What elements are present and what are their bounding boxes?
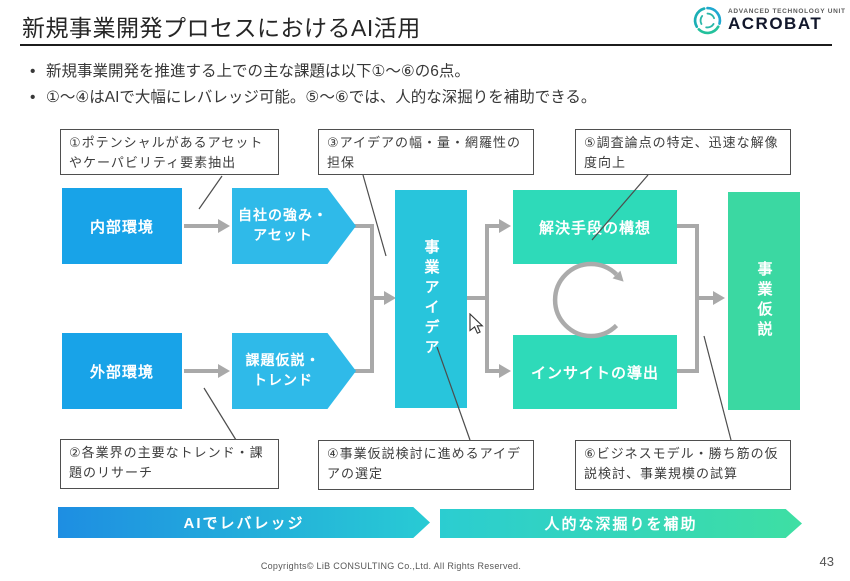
elbow-solution-out [677,224,699,228]
callout-2-trend-research: ②各業界の主要なトレンド・課題のリサーチ [60,439,279,489]
bullet-marker: • [30,89,36,107]
arrowhead [499,219,511,233]
chevron-label-line: 課題仮説・ [245,352,321,369]
bullet-item: • ①～④はAIで大幅にレバレッジ可能。⑤～⑥では、人的な深掘りを補助できる。 [30,85,730,111]
callout-5-research-points: ⑤調査論点の特定、迅速な解像度向上 [575,129,791,175]
arrowhead [384,291,396,305]
callout-3-idea-coverage: ③アイデアの幅・量・網羅性の担保 [318,129,534,175]
chevron-label-line: トレンド [253,372,313,388]
callout-1-asset-extraction: ①ポテンシャルがあるアセットやケーパビリティ要素抽出 [60,129,279,175]
logo-unit-label: ADVANCED TECHNOLOGY UNIT [728,7,846,15]
bullet-text: ①～④はAIで大幅にレバレッジ可能。⑤～⑥では、人的な深掘りを補助できる。 [46,89,597,107]
flow-box-external-environment: 外部環境 [62,333,182,409]
connector-internal-to-strengths [184,224,220,228]
chevron-label-line: 自社の強み・ [238,207,328,224]
stage-arrow-human-deep-dive: 人的な深掘りを補助 [440,509,802,538]
flow-chevron-strengths-assets: 自社の強み・ アセット [232,188,356,264]
stage-arrow-ai-leverage: AIでレバレッジ [58,507,430,538]
flow-chevron-issue-hypothesis-trends: 課題仮説・ トレンド [232,333,356,409]
arrowhead [218,219,230,233]
callout-4-idea-selection: ④事業仮説検討に進めるアイデアの選定 [318,440,534,490]
connector-into-hypothesis [695,296,715,300]
acrobat-knot-icon [693,6,722,35]
connector-into-solution [485,224,501,228]
connector-into-insight [485,369,501,373]
elbow-split-vertical [485,224,489,373]
mouse-cursor-icon [469,313,484,334]
copyright-text: Copyrights© LiB CONSULTING Co.,Ltd. All … [260,561,522,571]
connector-into-business-idea [370,296,386,300]
bullet-item: • 新規事業開発を推進する上での主な課題は以下①～⑥の6点。 [30,59,730,85]
summary-bullets: • 新規事業開発を推進する上での主な課題は以下①～⑥の6点。 • ①～④はAIで… [30,59,730,112]
flow-box-business-idea: 事業アイデア [395,190,467,408]
page-title: 新規事業開発プロセスにおけるAI活用 [22,15,421,41]
chevron-label-line: アセット [253,227,313,243]
company-logo: ADVANCED TECHNOLOGY UNIT ACROBAT [692,5,846,36]
arrowhead [713,291,725,305]
connector-external-to-issues [184,369,220,373]
connector-business-idea-out [467,296,489,300]
arrowhead [218,364,230,378]
logo-name-label: ACROBAT [728,13,823,33]
page-number: 43 [819,554,834,569]
bullet-marker: • [30,63,36,80]
callout-6-business-model: ⑥ビジネスモデル・勝ち筋の仮説検討、事業規模の試算 [575,440,791,490]
title-divider [20,44,832,46]
flow-box-solution-concept: 解決手段の構想 [513,190,677,264]
bullet-text: 新規事業開発を推進する上での主な課題は以下①～⑥の6点。 [46,63,470,80]
elbow-insight-out [677,369,699,373]
flow-box-internal-environment: 内部環境 [62,188,182,264]
flow-box-insight-derivation: インサイトの導出 [513,335,677,409]
arrowhead [499,364,511,378]
flow-box-business-hypothesis: 事業仮説 [728,192,800,410]
logo-text: ADVANCED TECHNOLOGY UNIT ACROBAT [728,8,846,34]
elbow-issues-out [352,369,374,373]
